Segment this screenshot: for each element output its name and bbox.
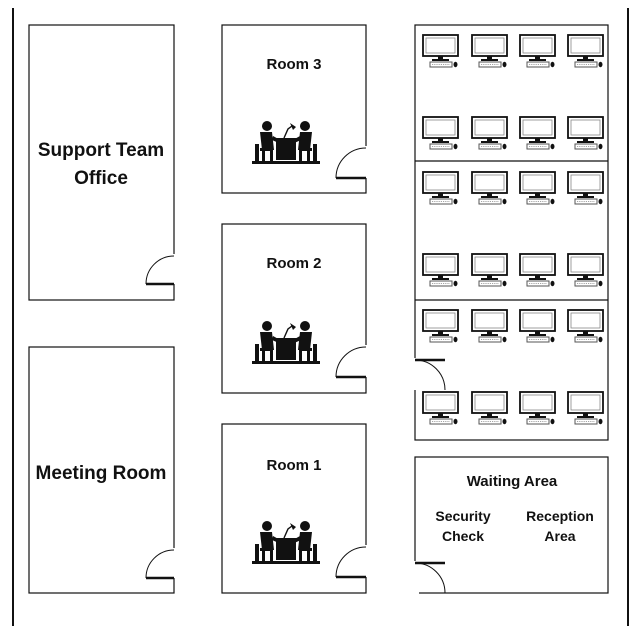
room-2-label: Room 2 (266, 255, 321, 272)
support-office-label-line2: Office (74, 168, 128, 189)
support-office-label-line1: Support Team (38, 140, 164, 161)
meeting-room[interactable]: Meeting Room (28, 346, 178, 594)
room-1[interactable]: Room 1 (221, 423, 370, 594)
meeting-room-label: Meeting Room (36, 463, 167, 484)
room-1-label: Room 1 (266, 457, 321, 474)
room-3[interactable]: Room 3 (221, 24, 370, 194)
room-3-label: Room 3 (266, 56, 321, 73)
room-2[interactable]: Room 2 (221, 223, 370, 394)
workstation-area[interactable] (411, 24, 609, 441)
reception-area-label-line1: Reception (526, 508, 594, 524)
waiting-area[interactable]: Waiting Area Security Check Reception Ar… (411, 456, 609, 595)
building-outline (12, 8, 629, 626)
security-check-label-line1: Security (435, 508, 490, 524)
reception-area-label-line2: Area (544, 528, 575, 544)
support-team-office[interactable]: Support Team Office (28, 24, 178, 301)
waiting-area-label: Waiting Area (467, 473, 558, 490)
security-check-label-line2: Check (442, 528, 484, 544)
